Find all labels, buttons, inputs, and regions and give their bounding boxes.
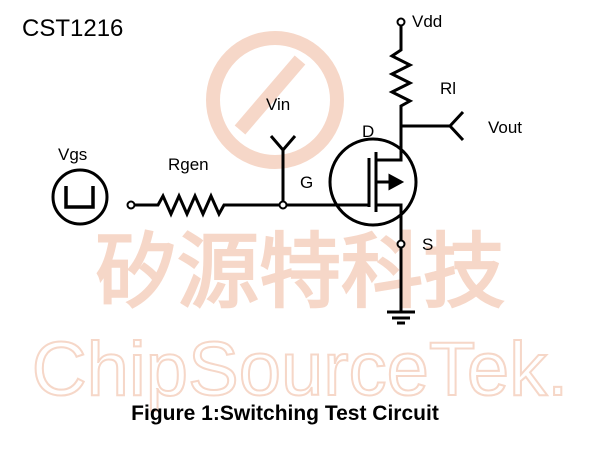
watermark-english: ChipSourceTek. (32, 327, 569, 412)
resistor-rl (388, 17, 414, 126)
label-vgs: Vgs (58, 145, 87, 164)
watermark-logo (206, 31, 344, 169)
label-rl: Rl (440, 79, 456, 98)
label-gate: G (300, 173, 313, 192)
label-rgen: Rgen (168, 155, 209, 174)
resistor-rgen (126, 192, 283, 218)
label-vin: Vin (266, 95, 290, 114)
mosfet (328, 126, 418, 242)
watermark: 矽源特科技 ChipSourceTek. (31, 31, 569, 413)
probe-vout (401, 110, 465, 142)
part-number: CST1216 (22, 15, 123, 42)
label-drain: D (362, 122, 374, 141)
figure-caption: Figure 1:Switching Test Circuit (131, 402, 439, 425)
label-vdd: Vdd (412, 12, 442, 31)
label-vout: Vout (488, 118, 522, 137)
label-source: S (422, 235, 433, 254)
source-ground (387, 239, 415, 325)
pulse-source-vgs (51, 168, 109, 226)
probe-vin (269, 135, 297, 210)
watermark-chinese: 矽源特科技 (95, 225, 505, 320)
